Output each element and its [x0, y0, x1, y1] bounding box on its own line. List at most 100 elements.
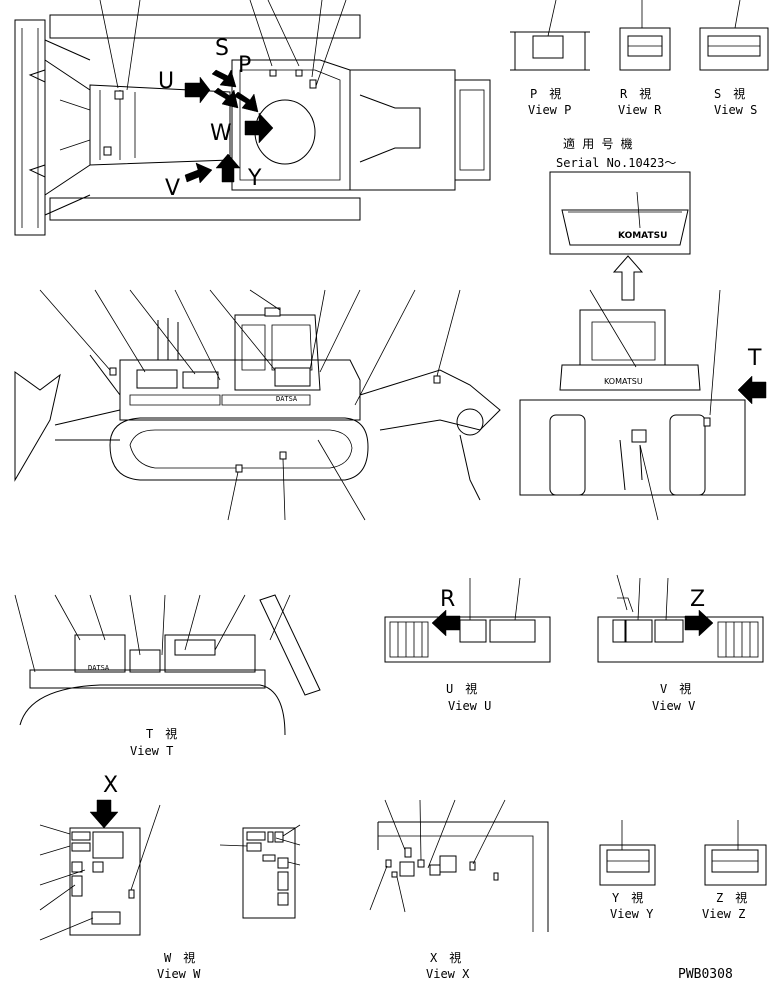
- view-z-lines: [712, 820, 758, 862]
- view-letter-x: X: [103, 773, 118, 798]
- view-t-ripper: [259, 594, 321, 696]
- rear-hood: [559, 364, 701, 391]
- serial-en: Serial No.10423～: [556, 156, 676, 170]
- view-x-label: [439, 855, 457, 873]
- serial-detail: 適 用 号 機 Serial No.10423～ KOMATSU: [549, 136, 691, 301]
- view-w-label: [71, 831, 91, 841]
- view-x-label: [429, 864, 441, 876]
- view-z-detail: Z 視 View Z: [702, 820, 767, 921]
- view-r-jp: R 視: [620, 86, 651, 101]
- view-x-inner: [378, 835, 534, 932]
- label-square: [433, 375, 441, 384]
- engine-label: [182, 371, 219, 389]
- serial-jp: 適 用 号 機: [563, 136, 633, 151]
- view-w-detail: X W 視 View W: [39, 773, 301, 981]
- black-arrow-icon: [184, 76, 211, 104]
- leader-lines: [469, 577, 521, 621]
- view-letter-w: W: [210, 121, 232, 146]
- cab-label: [274, 367, 311, 387]
- view-x-detail: X 視 View X: [369, 799, 549, 981]
- view-t-plate: DATSA: [88, 664, 110, 672]
- view-v-en: View V: [652, 699, 695, 713]
- view-letter-t: T: [747, 346, 762, 371]
- hood-plate: [561, 209, 689, 246]
- blade-outline: [14, 19, 46, 236]
- hood-grille: [99, 90, 136, 160]
- view-y-jp: Y 視: [612, 890, 643, 905]
- view-t-detail: DATSA T 視 View T: [14, 594, 321, 758]
- view-v-label: [625, 619, 653, 643]
- blade-edge: [21, 28, 39, 228]
- blade-hinge: [28, 69, 46, 178]
- view-letter-v: V: [165, 176, 180, 201]
- view-w-label: [92, 861, 104, 873]
- view-t-panel-a: [74, 634, 126, 673]
- label-square: [295, 69, 303, 77]
- view-letter-r: R: [440, 587, 455, 612]
- cab-light: [264, 307, 281, 317]
- view-z-frame: [704, 844, 767, 886]
- ripper-beam-inner: [459, 89, 485, 171]
- rear-logo: KOMATSU: [604, 377, 643, 386]
- label-square: [109, 367, 117, 376]
- blade-arms: [54, 409, 121, 441]
- view-u-label: [459, 619, 487, 643]
- view-t-arrow-icon: [737, 375, 767, 405]
- view-w-label: [274, 831, 284, 843]
- view-w-label: [246, 831, 266, 841]
- blade-side: [14, 371, 61, 482]
- datsa-plate: DATSA: [276, 395, 298, 403]
- view-s-detail: S 視 View S: [699, 0, 769, 117]
- view-w-label: [277, 857, 289, 869]
- view-v-detail: Z V 視 View V: [597, 574, 764, 713]
- view-w-panel-right: [242, 827, 296, 919]
- view-w-en: View W: [157, 967, 201, 981]
- view-z-jp: Z 視: [716, 890, 747, 905]
- leader-lines: [99, 0, 347, 91]
- view-p-jp: P 視: [530, 86, 561, 101]
- track-lower: [49, 197, 361, 221]
- view-x-label: [391, 871, 398, 878]
- leader-line: [547, 0, 557, 37]
- view-w-label: [91, 911, 121, 925]
- view-y-en: View Y: [610, 907, 654, 921]
- view-t-hood-curve: [19, 684, 286, 736]
- view-p-frame: [510, 31, 590, 71]
- view-y-frame: [599, 844, 656, 886]
- view-z-en: View Z: [702, 907, 745, 921]
- track-left: [549, 414, 586, 496]
- label-square: [235, 464, 243, 473]
- view-x-label: [493, 872, 499, 881]
- view-u-frame: [384, 616, 551, 663]
- black-arrow-icon: [184, 162, 213, 184]
- push-arms: [44, 39, 91, 216]
- ripper-side: [359, 369, 501, 431]
- view-letter-s: S: [215, 36, 229, 61]
- view-u-fins: [397, 622, 423, 657]
- view-t-jp: T 視: [146, 726, 177, 741]
- view-w-label: [71, 842, 91, 852]
- view-letter-z: Z: [690, 587, 705, 612]
- rear-label: [631, 429, 647, 443]
- view-t-panel-b: [129, 649, 161, 673]
- leader-line: [636, 191, 641, 229]
- leader-lines: [219, 824, 301, 866]
- view-x-jp: X 視: [430, 950, 461, 965]
- view-letter-u: U: [158, 69, 174, 94]
- leader-lines: [369, 799, 506, 913]
- black-arrow-icon: [215, 153, 241, 183]
- view-letter-y: Y: [247, 166, 262, 191]
- komatsu-logo: KOMATSU: [618, 231, 667, 241]
- view-w-label: [71, 861, 83, 873]
- leader-lines: [589, 289, 721, 521]
- view-p-label: [532, 35, 564, 59]
- label-square: [309, 79, 317, 89]
- view-w-label: [277, 892, 289, 906]
- view-t-panel-c: [164, 634, 256, 673]
- view-w-label: [262, 854, 276, 862]
- ripper-arm: [359, 94, 421, 163]
- view-p-en: View P: [528, 103, 571, 117]
- view-x-frame: [378, 821, 549, 932]
